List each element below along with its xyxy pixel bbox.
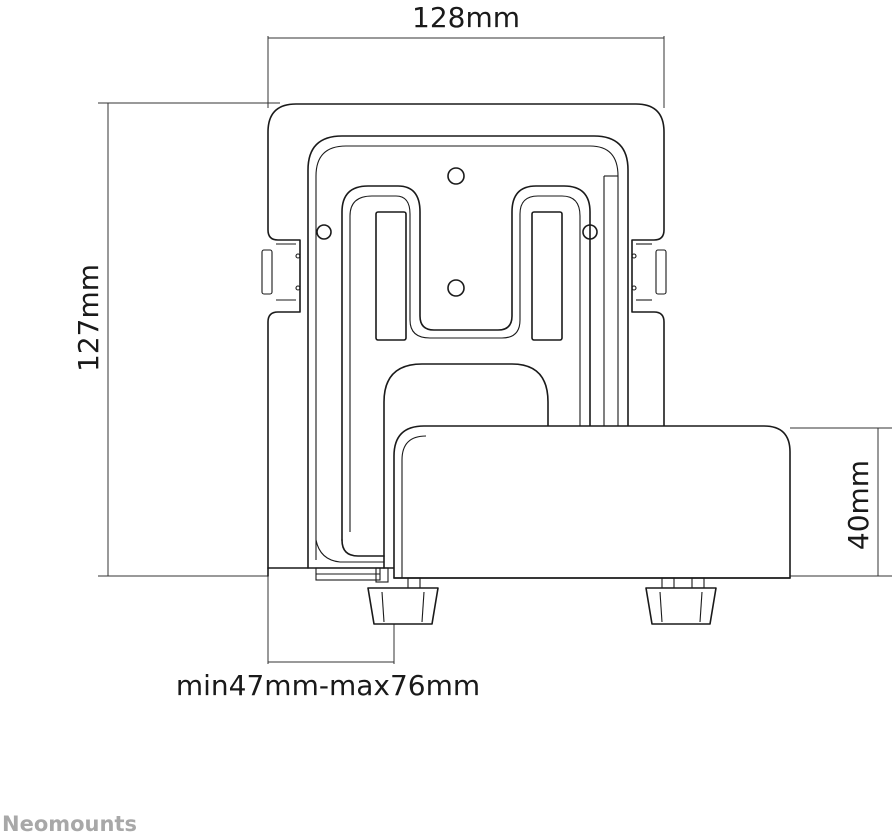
- depth-dimension: 40mm: [790, 427, 892, 577]
- right-clip: [631, 243, 667, 301]
- width-label: 128mm: [412, 1, 520, 34]
- brand-logo-text: Neomounts: [2, 812, 137, 836]
- right-foot: [645, 577, 717, 625]
- left-foot: [367, 567, 439, 625]
- shelf: [315, 425, 791, 581]
- back-plate: [267, 103, 665, 577]
- inner-frame: [307, 135, 629, 569]
- height-dimension: 127mm: [72, 102, 280, 577]
- gap-label: min47mm-max76mm: [176, 669, 480, 702]
- left-slot: [375, 211, 407, 341]
- mounting-holes: [316, 167, 598, 297]
- height-label: 127mm: [72, 264, 105, 372]
- width-dimension: 128mm: [267, 1, 665, 108]
- left-channel: [341, 185, 591, 541]
- cradle-arch: [383, 363, 549, 569]
- right-slot: [531, 211, 563, 341]
- left-clip: [261, 243, 301, 301]
- gap-dimension: min47mm-max76mm: [176, 576, 480, 702]
- depth-label: 40mm: [842, 460, 875, 550]
